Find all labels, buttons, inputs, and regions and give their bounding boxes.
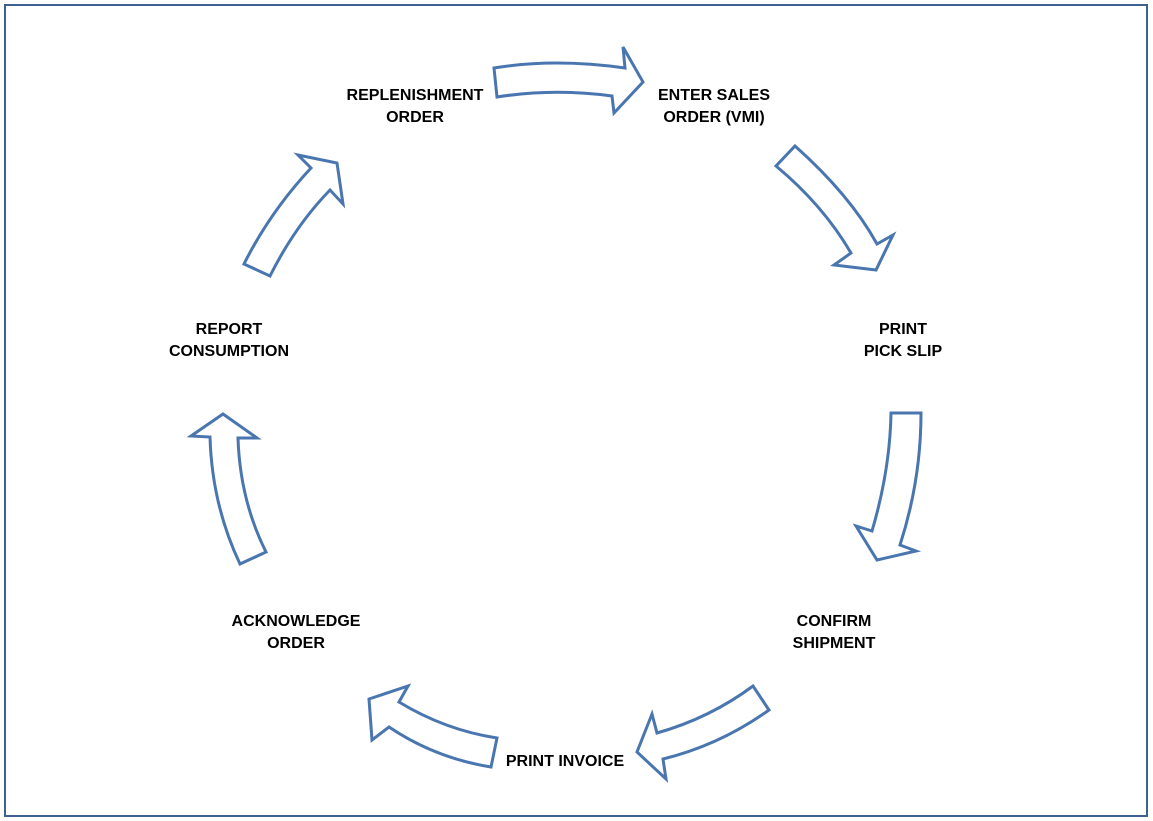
arrow-enter-sales-to-pick-slip — [773, 143, 897, 272]
step-label-line: ORDER (VMI) — [663, 109, 765, 126]
diagram-frame — [4, 4, 1148, 817]
arrow-invoice-to-acknowledge — [367, 683, 499, 769]
step-label-line: CONSUMPTION — [169, 343, 289, 360]
step-confirm-shipment: CONFIRM SHIPMENT — [793, 611, 876, 655]
step-report-consumption: REPORT CONSUMPTION — [169, 319, 289, 363]
arrow-confirm-to-invoice — [635, 683, 772, 784]
step-label-line: REPORT — [195, 321, 263, 338]
arrow-acknowledge-to-report — [186, 412, 269, 566]
step-label-line: ENTER SALES — [657, 87, 771, 104]
arrow-pick-slip-to-confirm — [852, 411, 923, 562]
step-label-line: ORDER — [386, 109, 444, 126]
step-label-line: CONFIRM — [796, 613, 872, 630]
step-acknowledge-order: ACKNOWLEDGE ORDER — [232, 611, 361, 655]
step-print-pick-slip: PRINT PICK SLIP — [864, 319, 942, 363]
arrow-replenishment-to-enter-sales — [492, 46, 645, 117]
step-label-line: ORDER — [267, 635, 325, 652]
step-label-line: PICK SLIP — [863, 343, 943, 360]
step-label-line: ACKNOWLEDGE — [231, 613, 361, 630]
arrow-report-to-replenishment — [241, 152, 346, 278]
step-label-line: SHIPMENT — [792, 635, 876, 652]
step-label-line: PRINT INVOICE — [505, 753, 625, 770]
step-label-line: REPLENISHMENT — [346, 87, 484, 104]
step-print-invoice: PRINT INVOICE — [506, 751, 624, 773]
step-replenishment-order: REPLENISHMENT ORDER — [347, 85, 484, 129]
step-label-line: PRINT — [878, 321, 927, 338]
step-enter-sales-order: ENTER SALES ORDER (VMI) — [658, 85, 770, 129]
